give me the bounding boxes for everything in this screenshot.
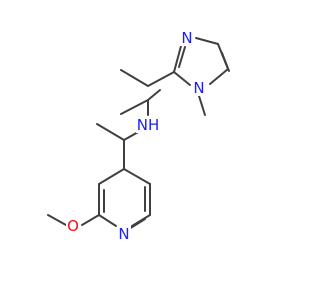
bond (123, 168, 151, 185)
atom-label-n-imidazole: N (181, 29, 192, 47)
atom-label-nh: NH (137, 116, 160, 134)
bond (198, 95, 206, 116)
bond (147, 89, 161, 101)
bond (98, 168, 125, 185)
bond (120, 99, 149, 115)
bond (128, 218, 146, 230)
bond (178, 46, 186, 68)
bond (120, 69, 149, 87)
bond (98, 214, 117, 227)
atom-label-n-methyl: N (193, 79, 204, 97)
atom-label-o-methoxy: O (67, 217, 79, 235)
bond (173, 45, 182, 73)
bond (81, 214, 100, 226)
bond (195, 37, 219, 45)
bond (147, 71, 175, 87)
bond (173, 71, 191, 86)
atom-label-layer: N N NH N O (66, 29, 206, 243)
bond (209, 68, 229, 85)
atom-label-n-pyridine: N (118, 225, 129, 243)
bond (221, 52, 230, 72)
bond-layer (47, 37, 230, 230)
molecule-diagram: N N NH N O (47, 29, 230, 243)
bond (47, 214, 67, 226)
bond (96, 123, 125, 141)
